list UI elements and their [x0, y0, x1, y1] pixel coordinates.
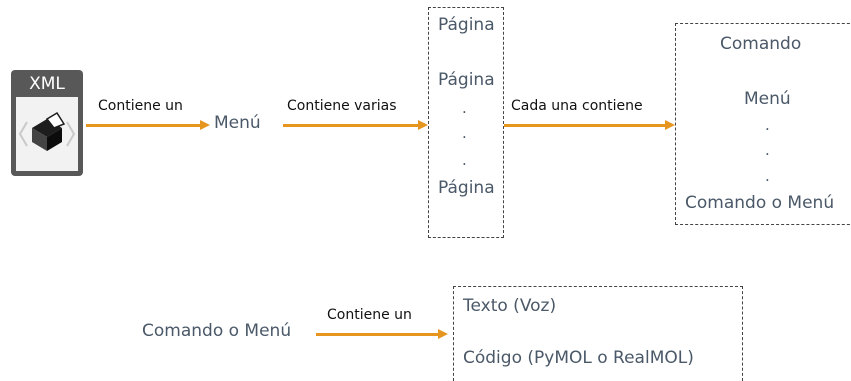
- pages-box: [428, 7, 504, 238]
- content-item-comando: Comando: [720, 34, 802, 54]
- content-item-menu: Menú: [744, 89, 791, 109]
- xml-file-icon: XML: [11, 70, 83, 176]
- xml-icon-body: [16, 97, 78, 171]
- page-item: Página: [438, 70, 495, 90]
- content-item-comando-o-menu: Comando o Menú: [685, 193, 835, 213]
- node-comando-o-menu: Comando o Menú: [142, 321, 292, 341]
- xml-icon-label: XML: [29, 74, 65, 94]
- ellipsis-dot: .: [462, 124, 467, 142]
- page-contents-box: [675, 23, 851, 225]
- ellipsis-dot: .: [462, 99, 467, 117]
- edge-label-cada-una-contiene: Cada una contiene: [511, 98, 643, 114]
- arrow-menu-to-pages: [283, 120, 428, 130]
- edge-label-contiene-un: Contiene un: [98, 98, 183, 114]
- content-item-codigo: Código (PyMOL o RealMOL): [463, 348, 694, 368]
- arrow-pages-to-commands: [504, 120, 675, 130]
- ellipsis-dot: .: [765, 116, 770, 134]
- ellipsis-dot: .: [462, 151, 467, 169]
- page-item: Página: [438, 15, 495, 35]
- ellipsis-dot: .: [765, 141, 770, 159]
- ellipsis-dot: .: [765, 167, 770, 185]
- edge-label-contiene-varias: Contiene varias: [287, 98, 397, 114]
- arrow-command-to-contents: [316, 329, 448, 339]
- arrow-xml-to-menu: [86, 120, 210, 130]
- node-menu: Menú: [214, 113, 261, 133]
- content-item-texto: Texto (Voz): [463, 296, 557, 316]
- command-contents-box: [453, 286, 743, 381]
- page-item: Página: [438, 178, 495, 198]
- cube-icon: [18, 111, 76, 151]
- edge-label-contiene-un-bottom: Contiene un: [327, 307, 412, 323]
